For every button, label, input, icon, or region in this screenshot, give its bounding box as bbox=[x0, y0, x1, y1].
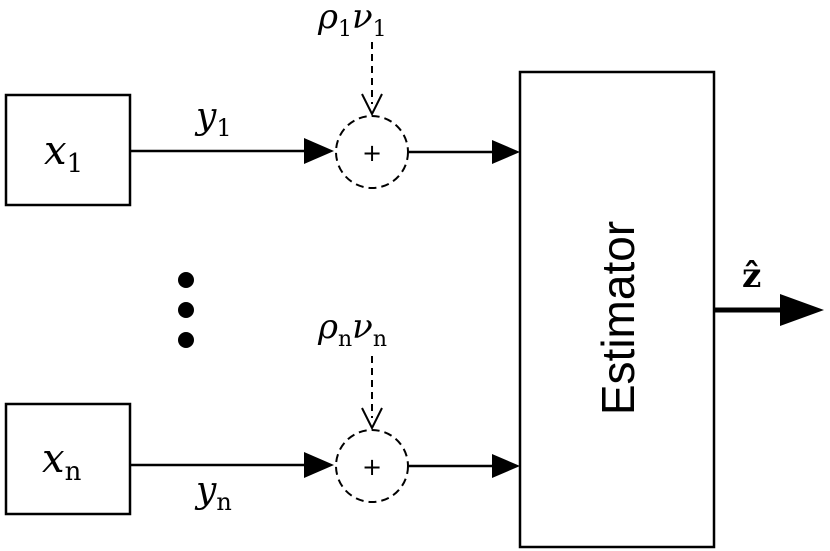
signal-arrowhead-n bbox=[304, 452, 334, 478]
source-label-n: xn bbox=[42, 436, 82, 487]
noise-label-n: ρnνn bbox=[317, 307, 387, 352]
ellipsis-dot bbox=[178, 332, 194, 348]
noise-label-1: ρ1ν1 bbox=[317, 0, 387, 42]
signal-label-n: yn bbox=[194, 470, 232, 516]
adder-plus-1: + bbox=[362, 139, 382, 167]
adder-out-arrowhead-1 bbox=[492, 140, 520, 164]
source-label-1: x1 bbox=[44, 128, 83, 179]
noise-arrowhead-n bbox=[361, 407, 383, 431]
adder-plus-n: + bbox=[362, 453, 382, 481]
estimator-label: Estimator bbox=[592, 221, 644, 415]
adder-out-arrowhead-n bbox=[492, 454, 520, 478]
noise-arrowhead-1 bbox=[361, 93, 383, 117]
ellipsis-dot bbox=[178, 272, 194, 288]
output-label: ẑ bbox=[742, 256, 761, 296]
signal-label-1: y1 bbox=[194, 96, 232, 142]
ellipsis-dot bbox=[178, 302, 194, 318]
output-arrowhead bbox=[780, 294, 824, 326]
estimator-box bbox=[518, 70, 716, 549]
source-box-n bbox=[4, 402, 132, 516]
source-box-1 bbox=[4, 93, 132, 207]
signal-arrowhead-1 bbox=[304, 138, 334, 164]
